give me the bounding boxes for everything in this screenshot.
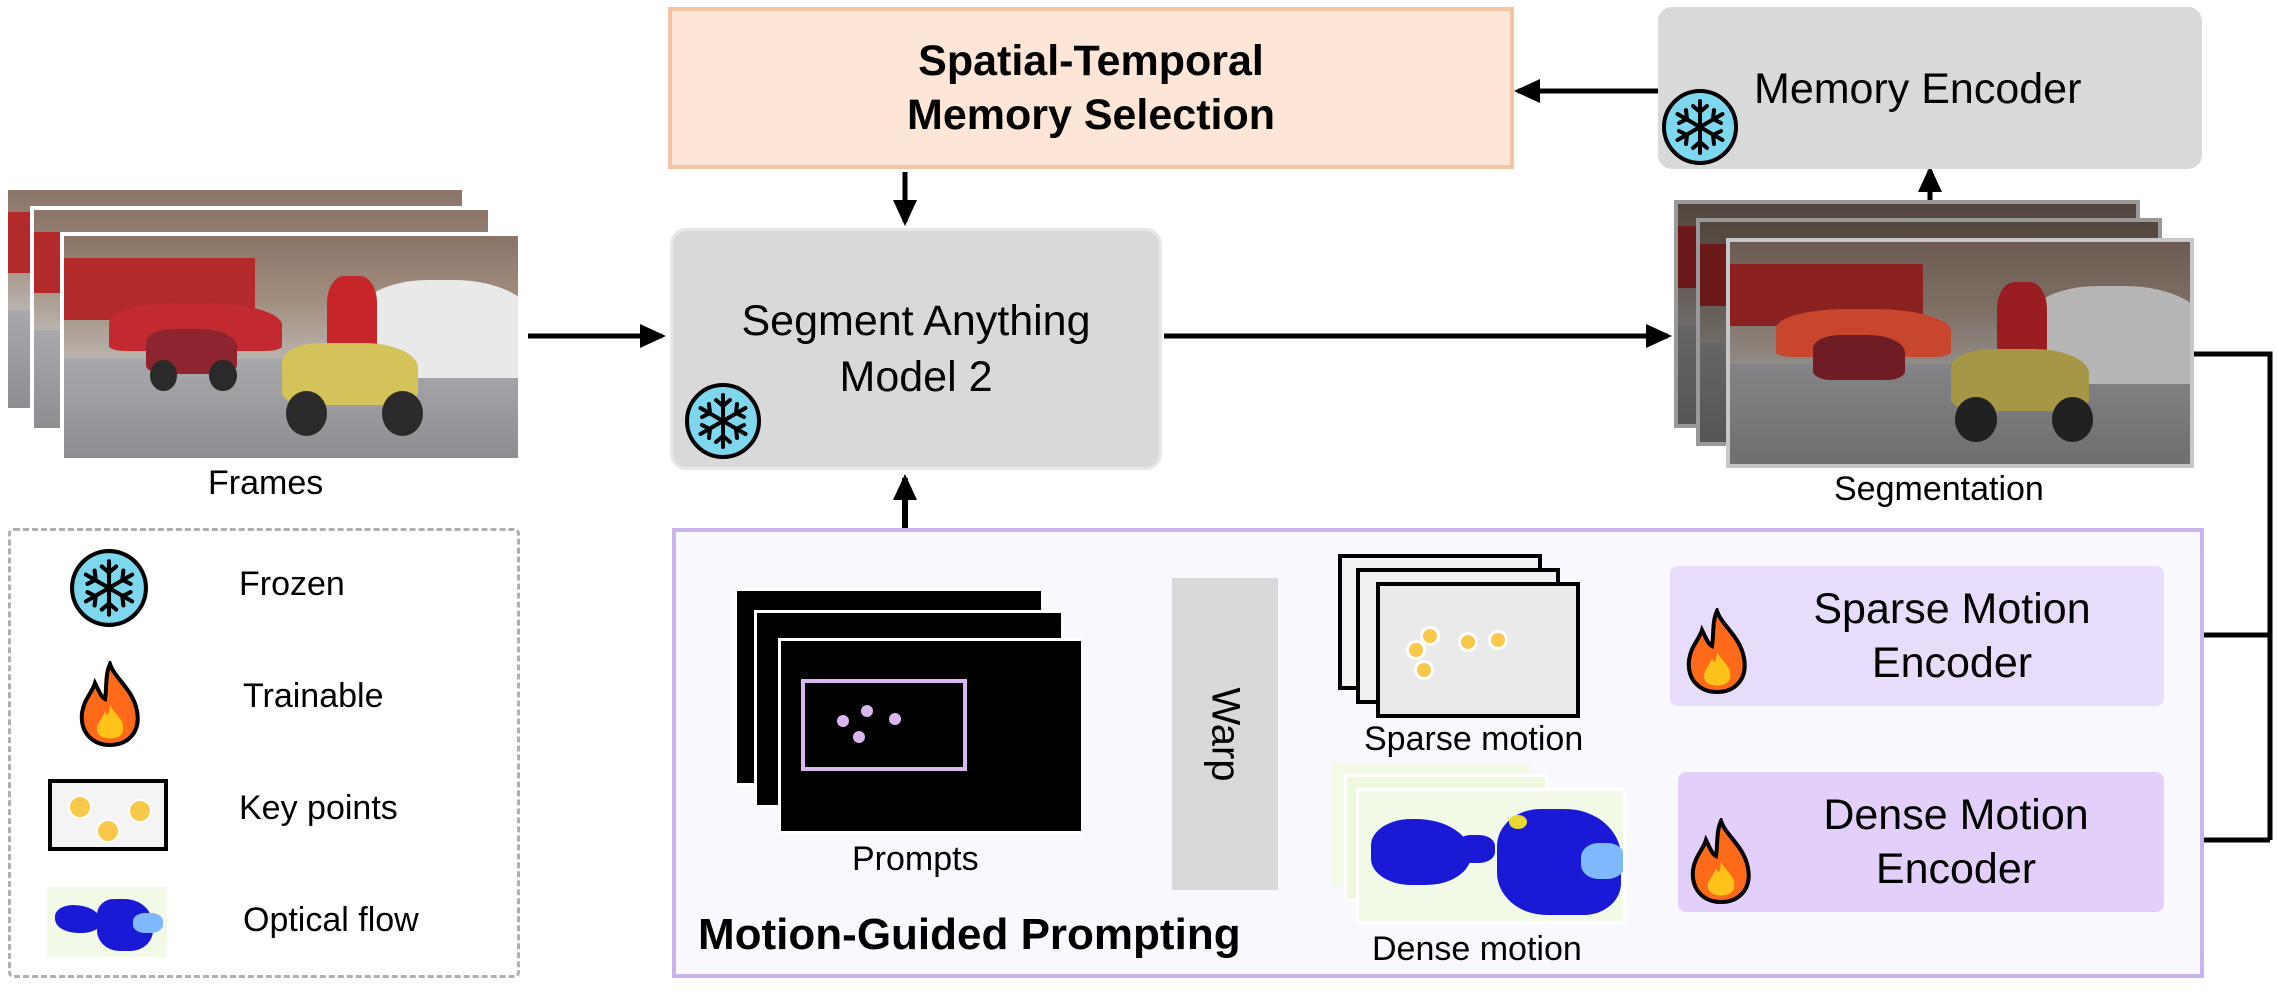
dense-encoder-line1: Dense Motion [1823,791,2089,839]
optical-flow-swatch [47,887,167,957]
prompt-box [801,679,967,771]
keypoint-dot [1406,640,1426,660]
sparse-motion-stack [1334,552,1624,722]
prompts-label: Prompts [852,840,979,878]
keypoints-swatch [48,779,168,851]
memory-selection-box: Spatial-Temporal Memory Selection [668,7,1514,169]
memory-selection-title-line1: Spatial-Temporal [918,37,1264,85]
keypoint-dot [1414,660,1434,680]
sparse-motion-label: Sparse motion [1364,720,1584,758]
prompt-point [853,731,865,743]
snowflake-icon [685,383,761,459]
warp-label: Warp [1203,686,1248,782]
frames-label: Frames [208,464,324,502]
flame-icon [79,661,140,747]
snowflake-icon [1662,89,1738,165]
dense-motion-encoder-box: Dense Motion Encoder [1678,772,2164,912]
prompts-stack [732,586,1084,836]
prompt-point [861,705,873,717]
dense-encoder-line2: Encoder [1875,845,2037,893]
sparse-encoder-line2: Encoder [1871,639,2033,687]
segmentation-label: Segmentation [1834,470,2044,508]
flame-icon [1690,818,1751,904]
legend-box: Frozen Trainable Key points Optical flow [8,528,520,978]
legend-optical-flow-label: Optical flow [243,901,419,939]
sam2-title-line1: Segment Anything [741,297,1091,345]
memory-encoder-box: Memory Encoder [1658,7,2202,169]
flame-icon [1686,608,1747,694]
keypoint-dot [1488,630,1508,650]
legend-trainable-label: Trainable [243,677,384,715]
dense-motion-stack [1330,764,1630,924]
legend-frozen-label: Frozen [239,565,345,603]
mgp-title: Motion-Guided Prompting [698,910,1241,959]
sam2-box: Segment Anything Model 2 [670,228,1162,470]
memory-encoder-label: Memory Encoder [1754,65,2082,113]
dense-motion-label: Dense motion [1372,930,1582,968]
sparse-motion-encoder-box: Sparse Motion Encoder [1670,566,2164,706]
frames-stack [0,180,530,466]
sparse-encoder-line1: Sparse Motion [1813,585,2091,633]
connector-segmentation-feedback [2188,351,2273,840]
sam2-title-line2: Model 2 [839,353,993,401]
frame-image-front [60,232,522,462]
prompt-point [837,715,849,727]
sparse-motion-front [1376,582,1580,718]
warp-box: Warp [1172,578,1278,890]
segmentation-stack [1670,198,2200,470]
prompt-frame-front [778,638,1084,834]
dense-motion-front [1356,788,1626,924]
memory-selection-title-line2: Memory Selection [907,91,1275,139]
keypoint-dot [1420,626,1440,646]
keypoint-dot [1458,632,1478,652]
snowflake-icon [70,549,148,627]
segmentation-image-front [1726,238,2194,468]
prompt-point [889,713,901,725]
legend-key-points-label: Key points [239,789,398,827]
